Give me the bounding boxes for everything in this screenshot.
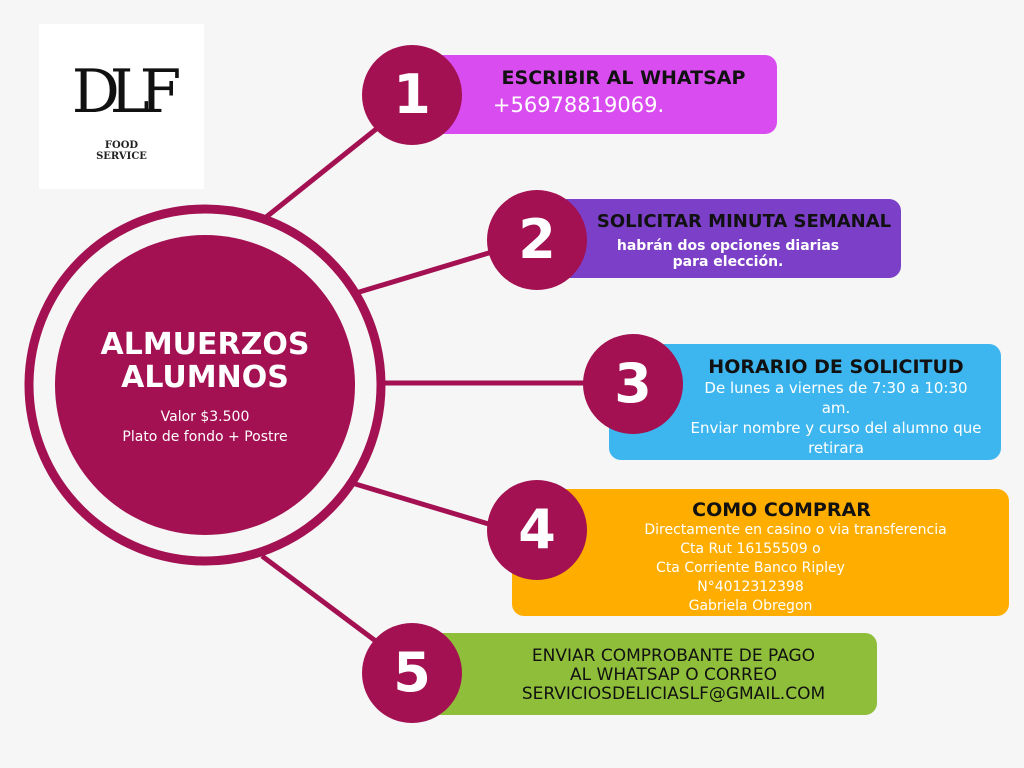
outer-ring: [24, 204, 386, 566]
price: Valor $3.500: [160, 409, 250, 425]
connector-line-5: [260, 553, 387, 651]
center-circle: [55, 235, 355, 535]
step-5-number: 5: [362, 623, 462, 723]
connector-line-4: [351, 480, 493, 528]
step-1-box: ESCRIBIR AL WHATSAP +56978819069.: [430, 55, 777, 134]
step-1-number: 1: [362, 45, 462, 145]
logo-monogram: DLF: [71, 57, 182, 127]
menu: Plato de fondo + Postre: [122, 429, 288, 445]
step-2-box: SOLICITAR MINUTA SEMANAL habrán dos opci…: [555, 199, 901, 278]
step-4-number: 4: [487, 480, 587, 580]
step-2-number: 2: [487, 190, 587, 290]
step-3-number: 3: [583, 334, 683, 434]
step-5-box: ENVIAR COMPROBANTE DE PAGO AL WHATSAP O …: [430, 633, 877, 715]
step-4-box: COMO COMPRAR Directamente en casino o vi…: [512, 489, 1009, 616]
connector-line-2: [355, 249, 493, 296]
connector-line-1: [263, 120, 387, 220]
